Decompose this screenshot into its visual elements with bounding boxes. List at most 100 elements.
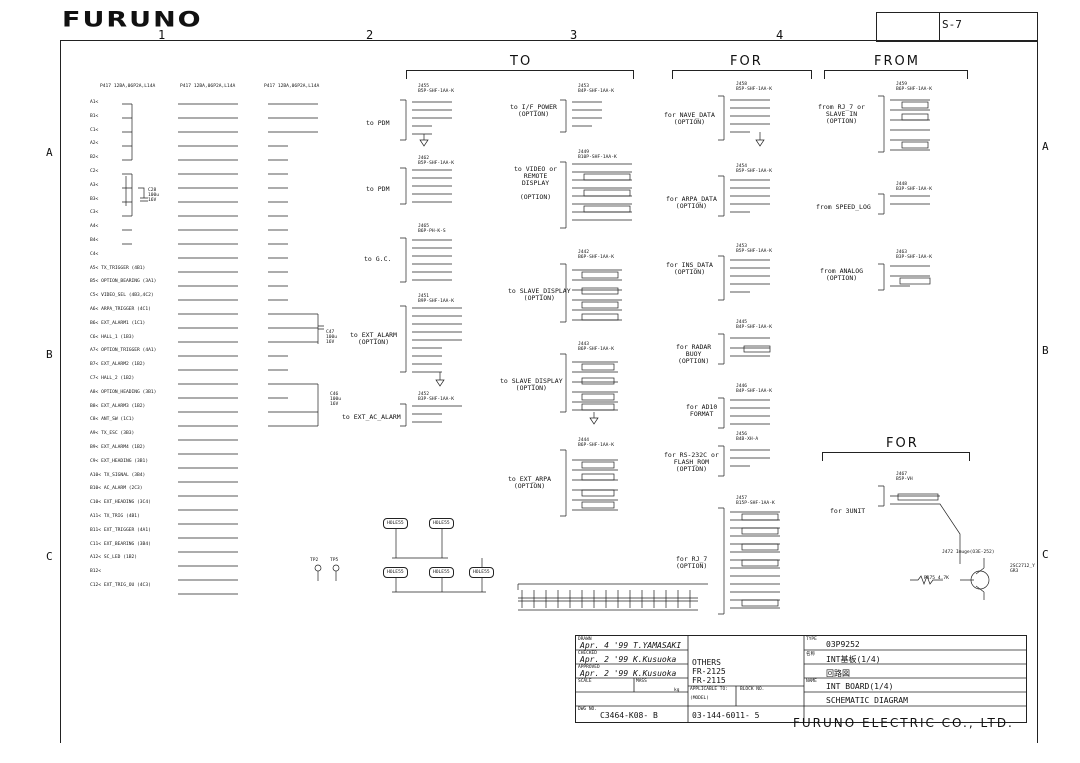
drawing-frame	[60, 40, 1038, 743]
signal-row: C1<	[90, 127, 99, 133]
signal-list-p417-a: A1< B1< C1< A2< B2< C2< A3< B3< C3< A4< …	[90, 100, 170, 597]
connector-j453b: J453 B5P-SHF-1AA-K	[736, 244, 772, 254]
signal-row: A5< TX_TRIGGER (4B1)	[90, 265, 146, 271]
connector-p417-c: P417 12BA,06P2A,L14A	[264, 84, 320, 89]
mounting-hole: HOLE55	[429, 567, 454, 578]
dest-for-arpa-data: for ARPA_DATA (OPTION)	[666, 195, 717, 210]
dest-to-if-power: to I/F_POWER (OPTION)	[510, 103, 557, 118]
section-to: TO	[510, 54, 533, 69]
dest-from-analog: from ANALOG (OPTION)	[820, 267, 864, 282]
signal-row: B5< OPTION_BEARING (3A1)	[90, 279, 157, 285]
connector-j454: J454 B5P-SHF-1AA-K	[736, 164, 772, 174]
section-for-lower: FOR	[886, 436, 919, 451]
type-value: 03P9252	[826, 640, 860, 649]
dest-to-pdm-2: to PDM	[366, 185, 390, 193]
column-number-3: 3	[570, 28, 578, 42]
connector-j467: J467 B5P-VH	[896, 472, 913, 482]
signal-row: C11< EXT_BEARING (3B4)	[90, 541, 151, 547]
signal-row: C8< ANT_SW (1C1)	[90, 417, 135, 423]
connector-j445: J445 B4P-SHF-1AA-K	[736, 320, 772, 330]
connector-p417-b: P417 12BA,06P2A,L14A	[180, 84, 236, 89]
signal-row: C4<	[90, 251, 99, 257]
connector-j449: J449 B10P-SHF-1AA-K	[578, 150, 617, 160]
section-for-lower-bracket	[822, 452, 970, 461]
mounting-hole: HOLE55	[383, 567, 408, 578]
connector-j455: J455 B5P-SHF-1AA-K	[418, 84, 454, 94]
applicable-label: APPLICABLE TO:	[690, 687, 728, 692]
signal-row: A3<	[90, 182, 99, 188]
connector-j453: J453 B4P-SHF-1AA-K	[578, 84, 614, 94]
dest-to-ext-arpa: to EXT_ARPA (OPTION)	[508, 475, 552, 490]
others-label: OTHERS	[692, 658, 721, 667]
checked-signature: Apr. 2 '99 K.Kusuoka	[580, 655, 677, 664]
section-for-bracket	[672, 70, 812, 79]
block-no-label: BLOCK NO.	[740, 687, 765, 692]
row-letter-b: B	[46, 348, 53, 361]
dest-for-ad10-format: for AD10 FORMAT	[686, 403, 718, 418]
row-letter-c: C	[46, 550, 53, 563]
name-jp: INT基板(1/4)	[826, 655, 881, 664]
signal-row: B4<	[90, 237, 99, 243]
dest-to-ext-ac-alarm: to EXT_AC_ALARM	[342, 413, 401, 421]
row-letter-c-right: C	[1042, 548, 1049, 561]
row-letter-b-right: B	[1042, 344, 1049, 357]
wire-stubs-col2	[178, 103, 238, 595]
signal-row: A12< SC_LED (1B2)	[90, 555, 138, 561]
model-fr2115: FR-2115	[692, 676, 726, 685]
dest-to-video: to VIDEO or REMOTE DISPLAY (OPTION)	[514, 165, 558, 201]
connector-j458: J458 B5P-SHF-1AA-K	[736, 82, 772, 92]
connector-p417-a: P417 12BA,06P2A,L14A	[100, 84, 156, 89]
dest-for-ins-data: for INS_DATA (OPTION)	[666, 261, 713, 276]
scale-label: SCALE	[578, 679, 592, 684]
connector-j442: J442 B6P-SHF-1AA-K	[578, 250, 614, 260]
testpoint-tp2: TP2	[310, 558, 319, 563]
signal-row: B7< EXT_ALARM2 (1B2)	[90, 362, 146, 368]
mounting-hole: HOLE55	[429, 518, 454, 529]
connector-j463: J463 B3P-SHF-1AA-K	[896, 250, 932, 260]
connector-j444: J444 B6P-SHF-1AA-K	[578, 438, 614, 448]
signal-row: A7< OPTION_TRIGGER (4A1)	[90, 348, 157, 354]
mass-unit: kg	[674, 688, 680, 693]
signal-row: B3<	[90, 196, 99, 202]
company-name: FURUNO ELECTRIC CO., LTD.	[793, 716, 1014, 730]
transistor: 2SC2712_Y GR3	[1010, 564, 1035, 574]
dest-for-3unit: for 3UNIT	[830, 507, 866, 515]
dest-for-nave-data: for NAVE_DATA (OPTION)	[664, 111, 715, 126]
signal-row: B11< EXT_TRIGGER (4A1)	[90, 527, 151, 533]
signal-row: B10< AC_ALARM (2C3)	[90, 486, 143, 492]
jumper-j472: J472 Imuge(O3E-252)	[942, 550, 995, 555]
signal-row: B12<	[90, 569, 102, 575]
wire-stubs-col3	[268, 103, 324, 427]
signal-row: C9< EXT_HEADING (3B1)	[90, 458, 149, 464]
connector-j465: J465 B6P-PH-K-S	[418, 224, 446, 234]
name-label: NAME	[806, 679, 817, 684]
dwg-no-label: DWG NO.	[578, 707, 597, 712]
approved-signature: Apr. 2 '99 K.Kusuoka	[580, 669, 677, 678]
dest-to-slave-display-2: to SLAVE_DISPLAY (OPTION)	[500, 377, 563, 392]
type-label: TYPE	[806, 637, 817, 642]
signal-row: A9< TX_ESC (3B3)	[90, 431, 135, 437]
resistor-r175: R175 4.7K	[924, 576, 949, 581]
connector-j452: J452 B3P-SHF-1AA-K	[418, 392, 454, 402]
dest-to-ext-alarm: to EXT_ALARM (OPTION)	[350, 331, 397, 346]
dwg-number: C3464-K08- B	[600, 711, 658, 720]
signal-row: A4<	[90, 224, 99, 230]
signal-row: A1<	[90, 100, 99, 105]
signal-row: B2<	[90, 155, 99, 161]
drawn-label: DRAWN	[578, 637, 592, 642]
wire-stubs-col1	[122, 103, 148, 245]
column-number-4: 4	[776, 28, 784, 42]
checked-label: CHECKED	[578, 651, 597, 656]
connector-j459: J459 B6P-SHF-1AA-K	[896, 82, 932, 92]
column-number-2: 2	[366, 28, 374, 42]
connector-j443: J443 B6P-SHF-1AA-K	[578, 342, 614, 352]
capacitor-c28: C28 100u 16V	[148, 188, 160, 203]
section-to-bracket	[406, 70, 634, 79]
brand-logo: FURUNO	[62, 8, 203, 33]
signal-row: C10< EXT_HEADING (3C4)	[90, 500, 151, 506]
signal-row: B9< EXT_ALARM4 (1B2)	[90, 444, 146, 450]
capacitor-c47: C47 100u 16V	[326, 330, 338, 345]
dest-from-speed-log: from SPEED_LOG	[816, 203, 871, 211]
connector-j462: J462 B5P-SHF-1AA-K	[418, 156, 454, 166]
signal-row: A8< OPTION_HEADING (3B1)	[90, 389, 157, 395]
